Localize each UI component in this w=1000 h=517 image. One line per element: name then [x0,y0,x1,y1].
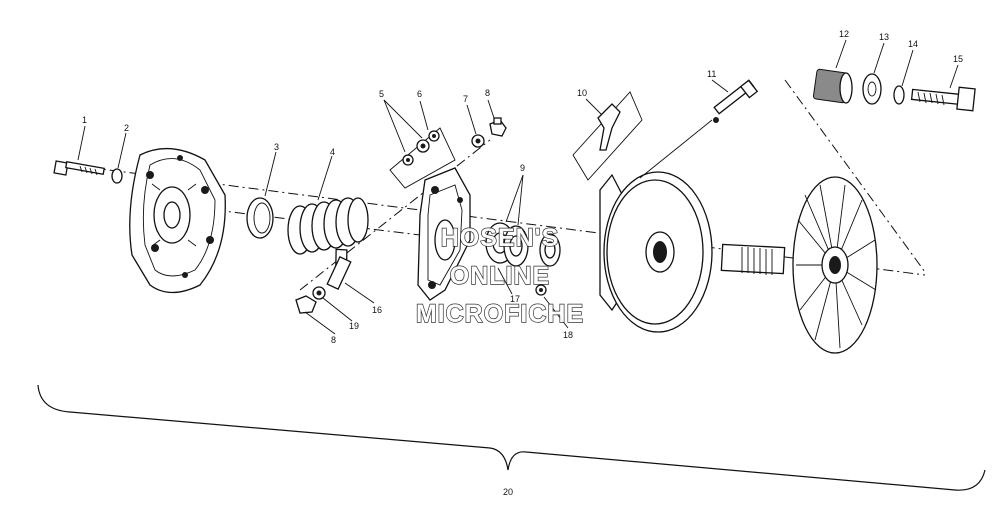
callout-5: 5 [379,89,384,99]
callout-7: 7 [463,94,468,104]
callout-labels: 1 2 3 4 5 6 7 8 9 10 11 12 13 14 15 16 1… [82,29,963,497]
callout-18: 18 [563,330,573,340]
part-ring-3 [246,197,274,239]
callout-12: 12 [839,29,849,39]
part-bushing-19 [312,286,326,300]
part-clip-10 [597,103,621,151]
part-bolt-18 [535,284,547,296]
callout-1: 1 [82,115,87,125]
callout-10: 10 [577,88,587,98]
part-bolt-1 [53,160,105,176]
part-washer-13 [862,73,882,105]
watermark-line-3: MICROFICHE [416,300,584,328]
part-long-bolt-11 [713,79,759,123]
callout-3: 3 [274,142,279,152]
assembly-brace [37,384,986,491]
part-fixed-sheave [599,171,713,333]
callout-17: 17 [510,294,520,304]
part-cover [129,147,226,294]
callout-16-left: 16 [372,305,382,315]
part-spacer-12 [812,68,853,104]
part-pin-16-left [326,248,352,290]
callout-2: 2 [124,123,129,133]
callout-14: 14 [908,39,918,49]
watermark: HOSEN'S ONLINE MICROFICHE [415,223,584,328]
callout-11: 11 [707,69,716,79]
callout-9: 9 [520,163,525,173]
watermark-line-2: ONLINE [450,262,550,290]
callout-20: 20 [503,487,513,497]
part-roller-6 [402,130,440,166]
callout-8-bottom: 8 [331,335,336,345]
watermark-line-1: HOSEN'S [441,224,560,252]
callout-4: 4 [330,147,335,157]
part-buttons-9 [485,222,561,267]
pin-axis-line [299,139,491,291]
callout-19: 19 [349,321,359,331]
part-weight-8-top [489,117,507,137]
callout-13: 13 [879,32,889,42]
part-bolt-15 [910,86,976,112]
leader-11-fixed-sheave [639,119,713,179]
part-shaft-sheave [720,176,878,354]
callout-6: 6 [417,89,422,99]
callout-15: 15 [953,54,963,64]
part-washer-2 [111,168,123,184]
part-spring-4 [287,197,369,255]
part-washer-14 [893,85,905,105]
callout-8-top: 8 [485,88,490,98]
part-weight-8-bottom [295,295,317,314]
callout-leaders [77,39,959,335]
part-spider [417,167,471,301]
part-nut-7 [471,134,485,148]
